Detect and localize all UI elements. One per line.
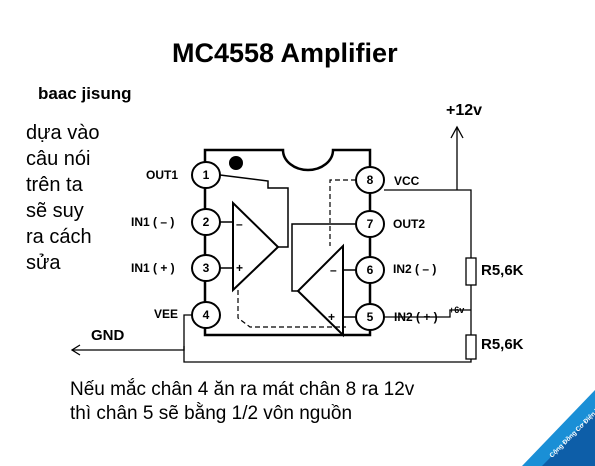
svg-text:–: – (236, 217, 243, 231)
svg-text:–: – (330, 263, 337, 277)
pin-label: IN1 ( – ) (131, 215, 175, 229)
note-line: sửa (26, 252, 61, 274)
pin-label: IN1 ( + ) (131, 261, 175, 275)
caption-line: Nếu mắc chân 4 ăn ra mát chân 8 ra 12v (70, 379, 415, 400)
gnd-label: GND (91, 327, 125, 344)
pin-label: IN2 ( + ) (394, 310, 438, 324)
pin-number: 3 (202, 261, 210, 275)
pin-number: 4 (202, 308, 210, 322)
side-note: dựa vào câu nói trên ta sẽ suy ra cách s… (26, 120, 126, 276)
resistor-2 (465, 334, 477, 360)
pin-label: OUT1 (146, 168, 179, 182)
ic-body (203, 148, 372, 337)
note-line: ra cách (26, 226, 92, 248)
resistor-label: R5,6K (481, 262, 524, 279)
resistor-1 (465, 257, 477, 286)
note-line: sẽ suy (26, 200, 84, 222)
pin-label: OUT2 (393, 217, 426, 231)
bottom-caption: Nếu mắc chân 4 ăn ra mát chân 8 ra 12v t… (70, 378, 414, 426)
note-line: dựa vào (26, 122, 100, 144)
note-line: câu nói (26, 148, 91, 170)
watermark-logo: Cộng Đồng Cơ Điện Tử Việt Nam · cdtvn.or… (512, 370, 595, 466)
author-label: baac jisung (38, 84, 132, 103)
svg-text:+: + (328, 310, 335, 324)
pin1-marker (229, 156, 243, 170)
caption-line: thì chân 5 sẽ bằng 1/2 vôn nguồn (70, 403, 353, 424)
pin-number: 5 (366, 310, 374, 324)
pin-number: 8 (366, 173, 374, 187)
pin-number: 1 (202, 168, 210, 182)
page-title: MC4558 Amplifier (172, 38, 398, 68)
pin-number: 6 (366, 263, 374, 277)
supply-label: +12v (446, 102, 483, 119)
pin-number: 2 (202, 215, 210, 229)
opamp-1 (232, 200, 280, 293)
svg-text:+: + (236, 261, 243, 275)
pin-label: VEE (154, 307, 179, 321)
pin-number: 7 (366, 217, 374, 231)
pin-label: IN2 ( – ) (393, 262, 437, 276)
opamp-2 (296, 243, 344, 338)
note-line: trên ta (26, 174, 83, 196)
pin-label: VCC (394, 174, 420, 188)
resistor-label: R5,6K (481, 336, 524, 353)
pin5-voltage-note: +6v (449, 305, 465, 315)
